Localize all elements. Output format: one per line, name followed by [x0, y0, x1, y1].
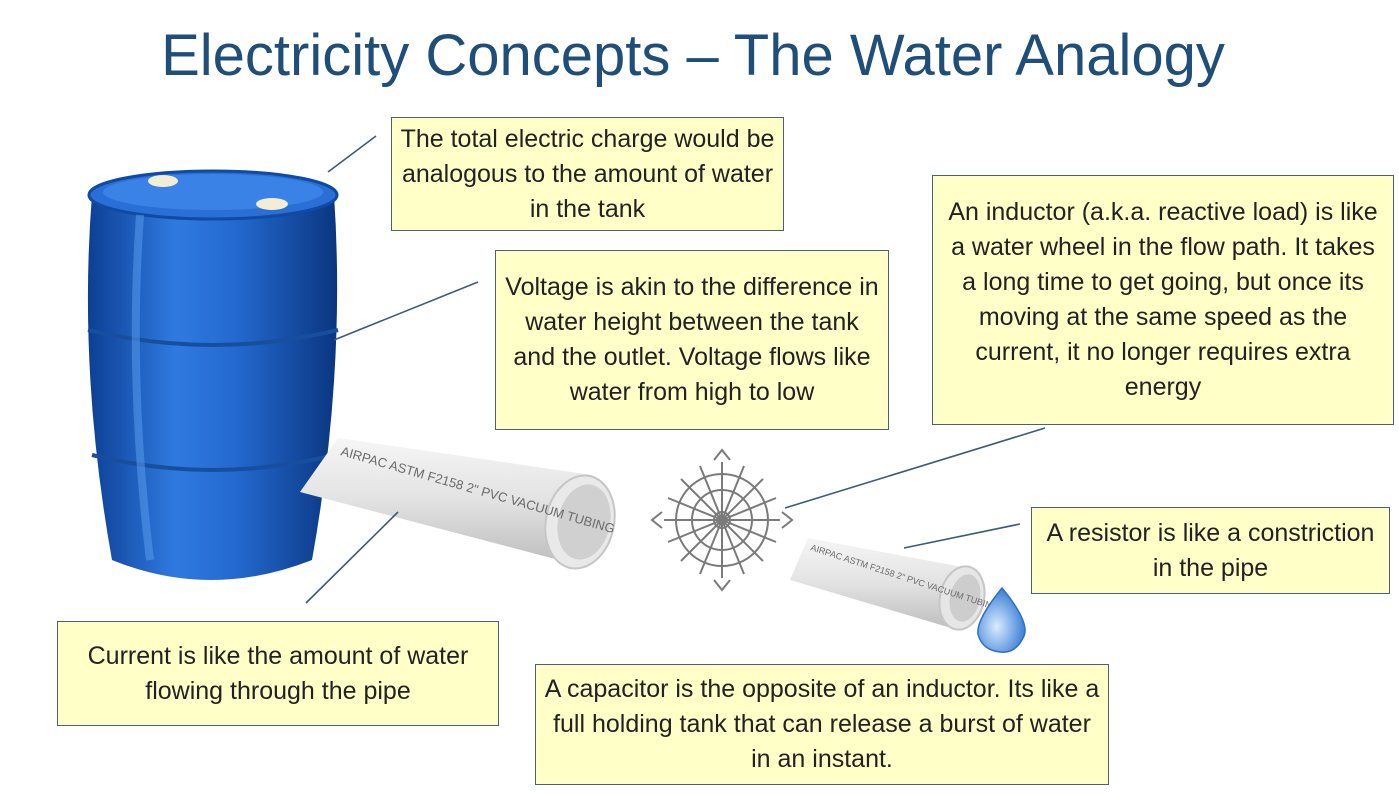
small-pipe-image: AIRPAC ASTM F2158 2" PVC VACUUM TUBING: [790, 538, 1000, 631]
callout-capacitor: A capacitor is the opposite of an induct…: [535, 664, 1109, 785]
callout-current-text: Current is like the amount of water flow…: [87, 641, 469, 705]
callout-inductor: An inductor (a.k.a. reactive load) is li…: [932, 175, 1394, 425]
callout-current: Current is like the amount of water flow…: [57, 621, 499, 726]
callout-capacitor-text: A capacitor is the opposite of an induct…: [544, 675, 1100, 773]
callout-inductor-text: An inductor (a.k.a. reactive load) is li…: [948, 198, 1378, 401]
callout-charge-text: The total electric charge would be analo…: [400, 124, 775, 223]
large-pipe-image: AIRPAC ASTM F2158 2" PVC VACUUM TUBING: [300, 438, 616, 570]
water-barrel-image: [87, 169, 339, 580]
callout-voltage: Voltage is akin to the difference in wat…: [495, 250, 889, 430]
water-drop-icon: [977, 586, 1026, 653]
water-wheel-image: [650, 448, 794, 592]
callout-resistor: A resistor is like a constriction in the…: [1031, 507, 1390, 594]
callout-charge: The total electric charge would be analo…: [391, 117, 784, 231]
page-title: Electricity Concepts – The Water Analogy: [161, 23, 1225, 88]
callout-voltage-text: Voltage is akin to the difference in wat…: [505, 273, 879, 406]
leader-lines: [305, 135, 1046, 667]
callout-resistor-text: A resistor is like a constriction in the…: [1046, 518, 1375, 582]
